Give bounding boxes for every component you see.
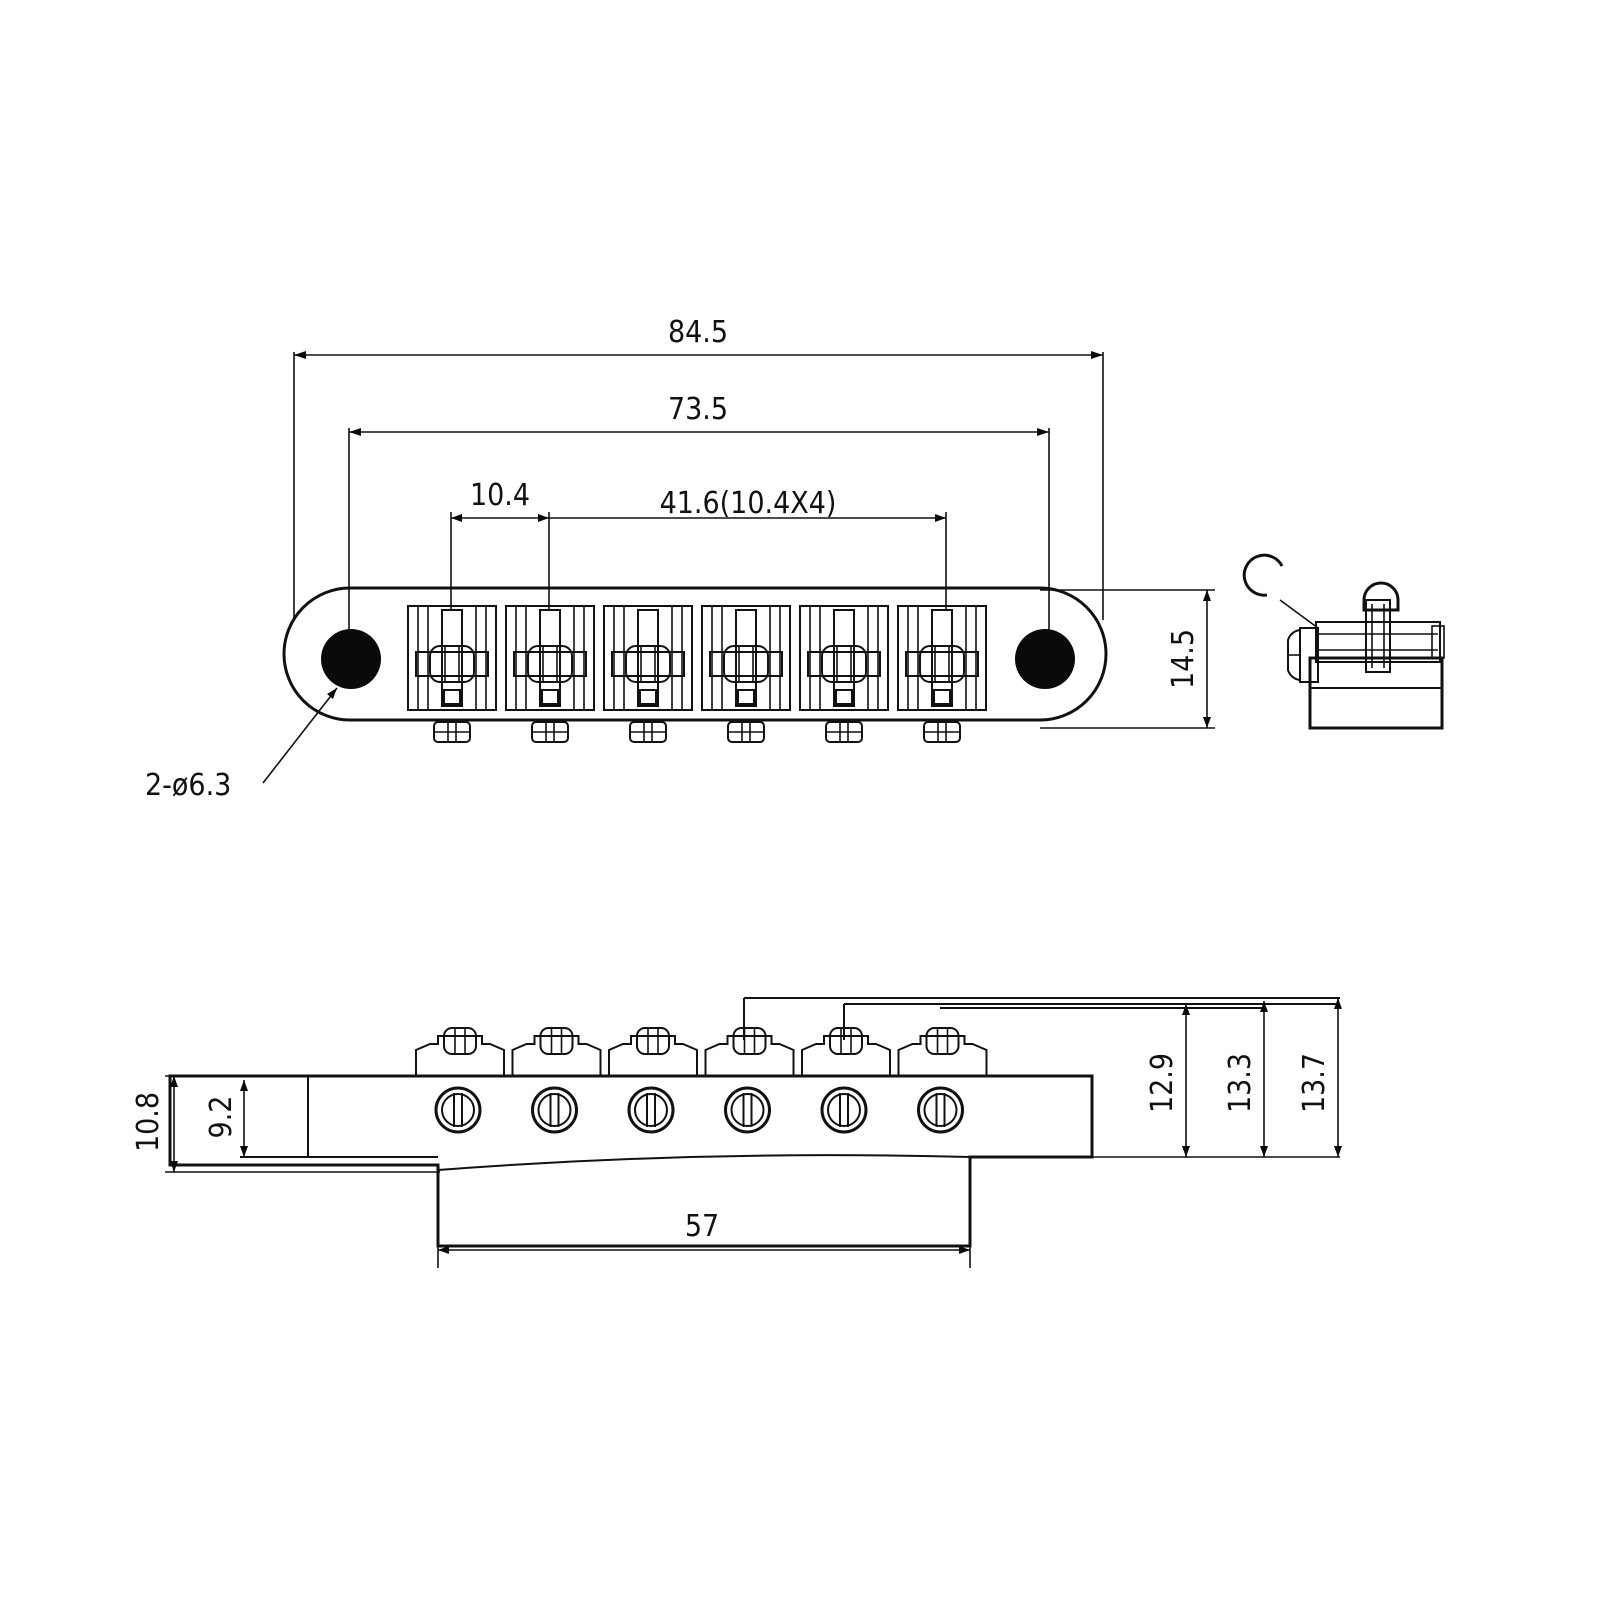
side-view [1242,553,1445,730]
saddle-front-3 [608,1027,698,1134]
label-saddle-height-3: 13.7 [1297,1053,1332,1113]
label-end-height: 10.8 [131,1092,166,1152]
label-saddle-span: 41.6(10.4X4) [660,486,837,521]
label-saddle-pitch: 10.4 [470,478,530,513]
label-step-height: 9.2 [204,1096,239,1139]
saddle-top-5 [799,605,889,711]
top-saddles [407,605,987,711]
dim-saddle-pitch: 10.4 41.6(10.4X4) [450,478,947,610]
post-hole-right [1015,629,1075,689]
saddle-front-5 [801,1027,891,1134]
intonation-screw-2 [531,721,569,743]
label-saddle-height-2: 13.3 [1223,1053,1258,1113]
label-post-holes: 2-ø6.3 [145,768,231,803]
intonation-screw-5 [825,721,863,743]
front-saddles [415,1027,988,1134]
intonation-screw-4 [727,721,765,743]
retaining-clip-icon [1242,553,1284,597]
label-post-spacing: 73.5 [668,392,728,427]
dim-step-height: 9.2 [204,1080,248,1157]
dim-saddle-heights: 12.9 13.3 13.7 [1092,998,1342,1158]
dim-post-spacing: 73.5 [348,392,1050,630]
dim-total-length: 84.5 [293,315,1104,620]
front-view: 10.8 9.2 12.9 13.3 13.7 [131,997,1342,1268]
label-total-length: 84.5 [668,315,728,350]
label-body-height: 14.5 [1166,629,1201,689]
label-saddle-height-1: 12.9 [1145,1053,1180,1113]
saddle-front-6 [897,1027,988,1134]
saddle-top-4 [701,605,791,711]
saddle-front-1 [415,1027,505,1134]
saddle-top-3 [603,605,693,711]
post-hole-left [321,629,381,689]
dim-post-holes: 2-ø6.3 [145,687,338,803]
saddle-top-6 [897,605,987,711]
saddle-front-4 [704,1027,795,1134]
intonation-screw-1 [433,721,471,743]
dim-end-height: 10.8 [131,1075,440,1173]
top-screws [433,721,961,743]
saddle-front-2 [511,1027,602,1134]
label-base-length: 57 [685,1209,719,1244]
dim-base-length: 57 [437,1209,971,1268]
intonation-screw-3 [629,721,667,743]
saddle-top-1 [407,605,497,711]
top-view: 84.5 73.5 10.4 41.6(10.4X4) [145,315,1215,803]
intonation-screw-6 [923,721,961,743]
top-body-outline [282,586,1108,722]
dim-body-height: 14.5 [1040,589,1215,729]
side-body [1308,656,1444,730]
saddle-top-2 [505,605,595,711]
